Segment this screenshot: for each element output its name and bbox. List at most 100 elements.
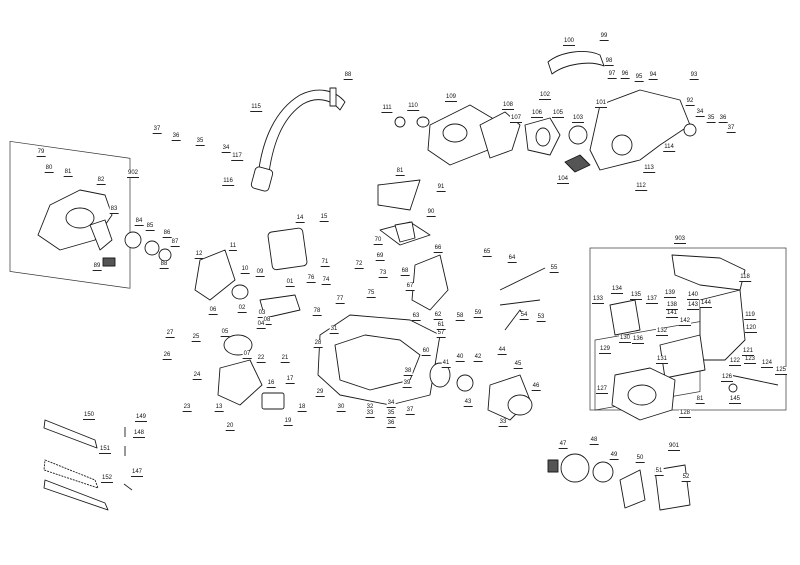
callout-label-c23: 23 (182, 404, 192, 412)
rear-handle (547, 51, 697, 173)
callout-label-c58: 58 (455, 313, 465, 321)
callout-label-c76: 76 (306, 275, 316, 283)
callout-label-c77: 77 (335, 296, 345, 304)
callout-label-c67: 67 (405, 283, 415, 291)
callout-label-c04: 04 (256, 321, 266, 329)
callout-label-c13: 13 (214, 404, 224, 412)
callout-label-c37c: 37 (405, 407, 415, 415)
callout-label-c106: 106 (530, 110, 544, 118)
callout-label-c54: 54 (519, 312, 529, 320)
callout-label-c147: 147 (130, 469, 144, 477)
callout-label-c122: 122 (728, 358, 742, 366)
callout-label-c81a: 81 (63, 169, 73, 177)
callout-label-c85: 85 (145, 223, 155, 231)
callout-label-c60: 60 (421, 348, 431, 356)
callout-label-c81b: 81 (395, 168, 405, 176)
clutch-assembly (429, 362, 614, 483)
callout-label-c45: 45 (513, 361, 523, 369)
callout-label-c131: 131 (655, 356, 669, 364)
callout-label-c83: 83 (109, 206, 119, 214)
callout-label-c135: 135 (629, 292, 643, 300)
callout-label-c98: 98 (604, 58, 614, 66)
callout-label-c140: 140 (686, 292, 700, 300)
callout-label-c105: 105 (551, 110, 565, 118)
callout-label-c37b: 37 (152, 126, 162, 134)
callout-label-c53: 53 (536, 314, 546, 322)
callout-label-c132: 132 (655, 328, 669, 336)
callout-label-c49: 49 (609, 452, 619, 460)
callout-label-c99: 99 (599, 33, 609, 41)
callout-label-c116: 116 (222, 178, 234, 186)
callout-label-c78: 78 (312, 308, 322, 316)
callout-label-c101: 101 (594, 100, 608, 108)
callout-label-c111: 111 (381, 105, 393, 113)
callout-label-c96: 96 (620, 71, 630, 79)
brake-parts (619, 464, 691, 511)
callout-label-c149: 149 (134, 414, 148, 422)
callout-label-c25: 25 (191, 334, 201, 342)
callout-label-c90: 90 (426, 209, 436, 217)
callout-label-c123: 123 (743, 356, 757, 364)
callout-label-c139: 139 (663, 290, 677, 298)
callout-label-c97: 97 (607, 71, 617, 79)
engine-crankcase (194, 179, 449, 410)
callout-label-c15: 15 (319, 214, 329, 222)
callout-label-c108: 108 (501, 102, 515, 110)
callout-label-c89: 89 (92, 263, 102, 271)
callout-label-c22: 22 (256, 355, 266, 363)
callout-label-c18: 18 (297, 404, 307, 412)
callout-label-c125: 125 (774, 367, 788, 375)
callout-label-c88b: 88 (159, 261, 169, 269)
callout-label-c152: 152 (100, 475, 114, 483)
guide-bar-and-chain (43, 419, 133, 511)
callout-label-c903: 903 (673, 236, 687, 244)
callout-label-c05: 05 (220, 329, 230, 337)
callout-label-c141: 141 (665, 310, 679, 318)
callout-label-c81c: 81 (695, 396, 705, 404)
callout-label-c80: 80 (44, 165, 54, 173)
callout-label-c03: 03 (257, 310, 267, 318)
callout-label-c100: 100 (562, 38, 576, 46)
callout-label-c112: 112 (635, 183, 647, 191)
callout-label-c46: 46 (531, 383, 541, 391)
callout-label-c20: 20 (225, 423, 235, 431)
callout-label-c31: 31 (329, 326, 339, 334)
callout-label-c70: 70 (373, 237, 383, 245)
callout-label-c133: 133 (591, 296, 605, 304)
callout-label-c66: 66 (433, 245, 443, 253)
callout-label-c107: 107 (509, 115, 523, 123)
callout-label-c42: 42 (473, 354, 483, 362)
callout-label-c38: 38 (403, 368, 413, 376)
callout-label-c126: 126 (720, 374, 734, 382)
callout-label-c57: 57 (436, 330, 446, 338)
callout-label-c144: 144 (699, 300, 713, 308)
callout-label-c148: 148 (132, 430, 146, 438)
callout-label-c82: 82 (96, 177, 106, 185)
callout-label-c36c: 36 (386, 420, 396, 428)
callout-label-c902: 902 (126, 170, 140, 178)
callout-label-c94: 94 (648, 72, 658, 80)
callout-label-c145: 145 (728, 396, 742, 404)
callout-label-c129: 129 (598, 346, 612, 354)
callout-label-c33a: 33 (365, 410, 375, 418)
callout-label-c104: 104 (556, 176, 570, 184)
callout-label-c136: 136 (631, 336, 645, 344)
callout-label-c35c: 35 (386, 410, 396, 418)
callout-label-c09: 09 (255, 269, 265, 277)
callout-label-c901: 901 (667, 443, 681, 451)
callout-label-c34b: 34 (221, 145, 231, 153)
callout-label-c36a: 36 (718, 115, 728, 123)
callout-label-c150: 150 (82, 412, 96, 420)
callout-label-c64: 64 (507, 255, 517, 263)
callout-label-c27: 27 (165, 330, 175, 338)
callout-label-c02: 02 (237, 305, 247, 313)
callout-label-c95: 95 (634, 74, 644, 82)
callout-label-c07: 07 (242, 351, 252, 359)
callout-label-c14: 14 (295, 215, 305, 223)
callout-label-c74: 74 (321, 277, 331, 285)
callout-label-c33b: 33 (498, 419, 508, 427)
callout-label-c143: 143 (686, 302, 700, 310)
callout-label-c43: 43 (463, 399, 473, 407)
chain-brake-handguard (609, 254, 779, 421)
